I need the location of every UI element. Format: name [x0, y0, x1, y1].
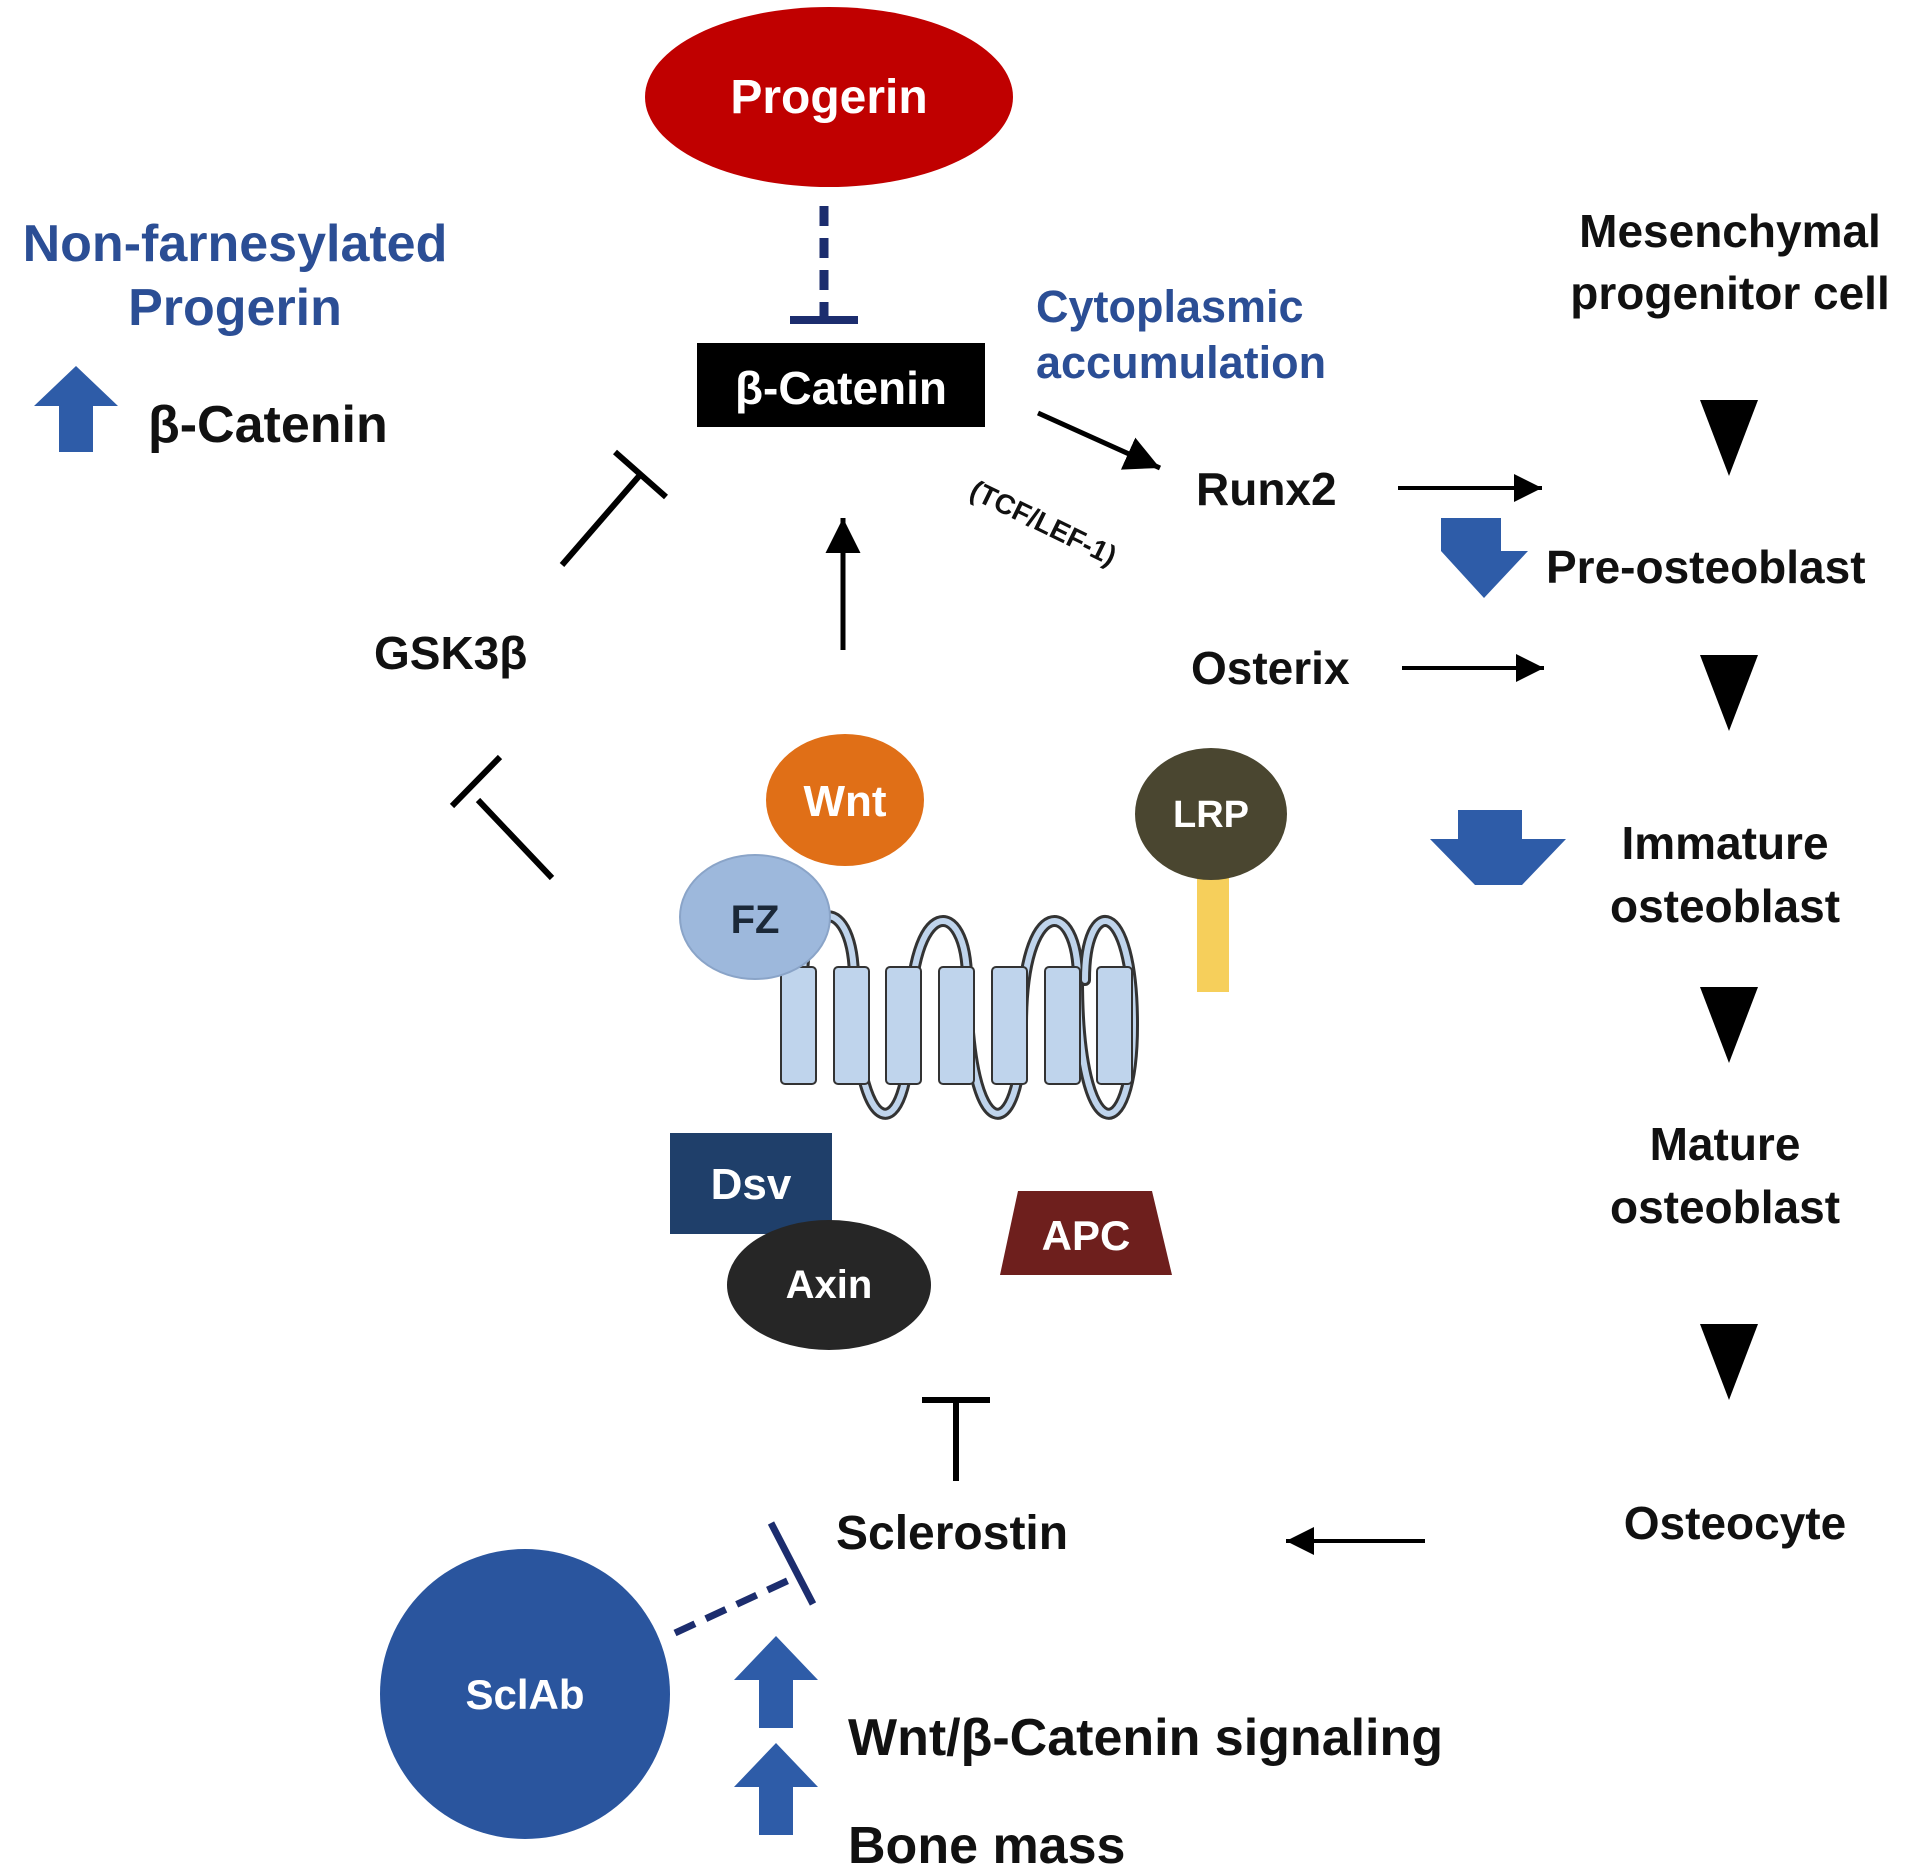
cytoplasmic-label-line-2: accumulation — [1036, 337, 1327, 388]
stage-mature-line-1: Mature — [1649, 1118, 1801, 1170]
tm-helix — [885, 966, 922, 1085]
wnt-ellipse — [766, 734, 924, 866]
fz-ellipse — [679, 854, 831, 980]
sclerostin-label: Sclerostin — [836, 1507, 1069, 1560]
sclab-label: SclAb — [465, 1671, 585, 1718]
stage-osteocyte: Osteocyte — [1623, 1497, 1847, 1549]
apc-label: APC — [1041, 1212, 1131, 1259]
left-panel-up-label: β-Catenin — [148, 396, 388, 454]
tm-helix — [1096, 966, 1133, 1085]
tm-helix — [833, 966, 870, 1085]
dsv-label: Dsv — [710, 1160, 792, 1209]
sclab-inhibition-bar — [767, 1521, 817, 1606]
down-triangle-icon — [1700, 1324, 1758, 1400]
down-arrow-icon — [1413, 518, 1528, 598]
progerin-label: Progerin — [730, 71, 928, 124]
dsv-box — [670, 1133, 832, 1234]
left-panel-title-line-1: Non-farnesylated — [22, 215, 448, 273]
lrp-label: LRP — [1173, 794, 1249, 836]
stage-immature-line-2: osteoblast — [1609, 880, 1841, 932]
left-panel-title-line-2: Progerin — [128, 279, 342, 337]
stage-immature-line-1: Immature — [1621, 817, 1829, 869]
sclab-inhibition-line — [673, 1571, 802, 1637]
beta-catenin-box-label: β-Catenin — [734, 362, 948, 414]
tm-helix — [938, 966, 975, 1085]
up-arrow-icon — [734, 1636, 818, 1728]
outcome-wnt-signaling: Wnt/β-Catenin signaling — [848, 1709, 1444, 1767]
osterix-label: Osterix — [1191, 642, 1350, 694]
axin-label: Axin — [785, 1263, 873, 1307]
stage-mesenchymal-line-1: Mesenchymal — [1579, 205, 1881, 257]
progerin-ellipse — [645, 7, 1013, 187]
runx2-label: Runx2 — [1196, 463, 1337, 515]
wnt-label: Wnt — [803, 777, 887, 826]
stage-mature-line-2: osteoblast — [1609, 1181, 1841, 1233]
tm-helix — [1044, 966, 1081, 1085]
beta-catenin-box — [697, 343, 985, 427]
down-triangle-icon — [1700, 400, 1758, 476]
fz-label: FZ — [730, 898, 780, 942]
stage-mesenchymal-line-2: progenitor cell — [1570, 267, 1890, 319]
down-triangle-icon — [1700, 987, 1758, 1063]
stage-pre-osteoblast: Pre-osteoblast — [1546, 541, 1866, 593]
down-triangle-icon — [1700, 655, 1758, 731]
gsk3b-inhibition-line — [559, 473, 643, 567]
up-arrow-icon — [734, 1743, 818, 1835]
axin-ellipse — [727, 1220, 931, 1350]
receptor-to-gsk3b-line — [475, 797, 555, 881]
sclab-circle — [380, 1549, 670, 1839]
lrp-ellipse — [1135, 748, 1287, 880]
catenin-to-runx2-arrow — [1036, 410, 1162, 471]
receptor-complex — [780, 910, 1140, 1120]
cytoplasmic-label-line-1: Cytoplasmic — [1036, 281, 1304, 332]
lrp-stem — [1197, 870, 1229, 992]
tm-helix — [780, 966, 817, 1085]
up-arrow-icon — [34, 366, 118, 452]
outcome-bone-mass: Bone mass — [848, 1817, 1126, 1875]
apc-trapezoid — [1000, 1191, 1172, 1275]
receptor-to-gsk3b-bar — [449, 754, 503, 809]
down-arrow-icon — [1430, 810, 1566, 885]
gsk3b-label: GSK3β — [374, 627, 528, 679]
tm-helix — [991, 966, 1028, 1085]
gsk3b-inhibition-bar — [613, 449, 668, 500]
